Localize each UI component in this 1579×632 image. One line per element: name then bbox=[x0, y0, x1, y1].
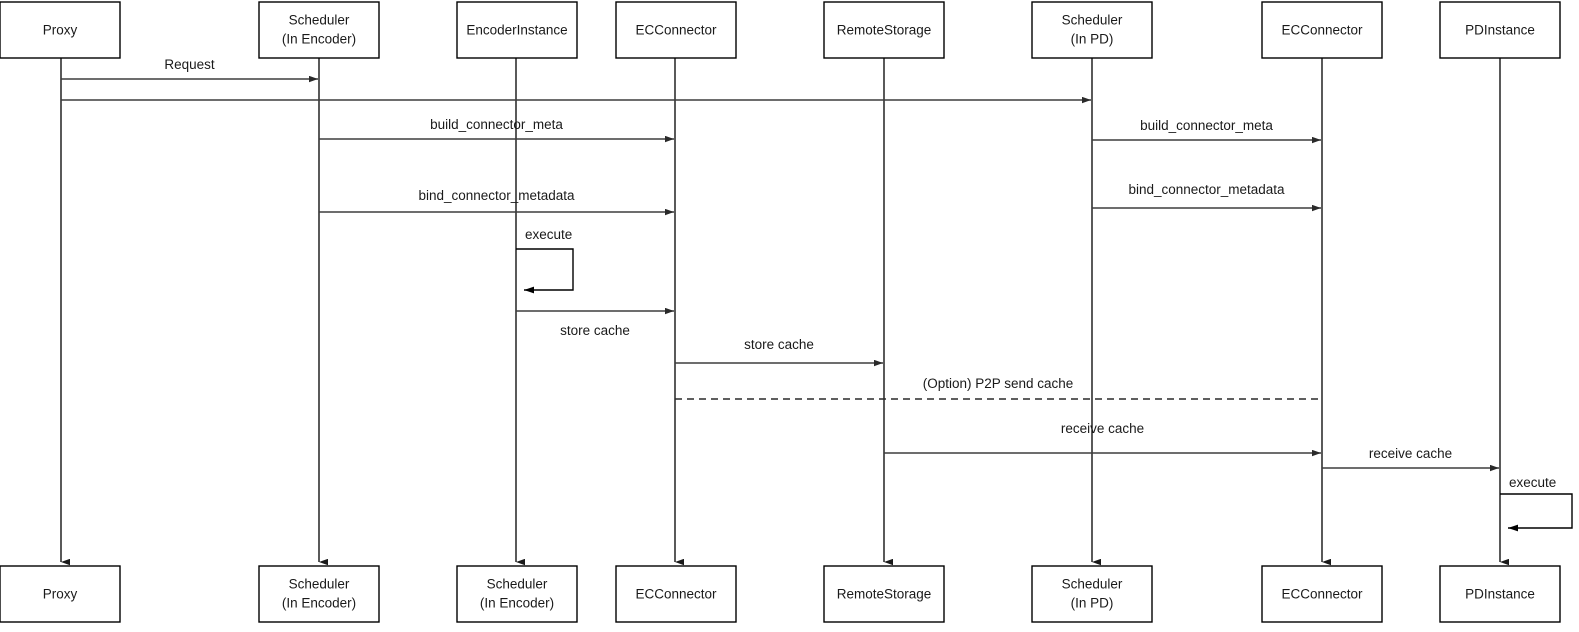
message-m5[interactable]: bind_connector_metadata bbox=[319, 188, 674, 216]
message-label: store cache bbox=[744, 337, 814, 352]
participant-label-primary: ECConnector bbox=[635, 23, 717, 38]
participant-box-shape bbox=[1261, 565, 1383, 623]
participant-box-shape bbox=[1439, 1, 1561, 59]
message-layer: Request build_connector_meta build_connect… bbox=[61, 57, 1499, 472]
participant-box-top-ec_conn_enc[interactable]: ECConnector bbox=[615, 1, 737, 59]
participant-label-primary: ECConnector bbox=[635, 587, 717, 602]
participant-box-bottom-sched_pd[interactable]: Scheduler (In PD) bbox=[1031, 565, 1153, 623]
self-message-s1[interactable]: execute bbox=[516, 227, 574, 294]
participant-box-shape bbox=[1031, 1, 1153, 59]
participant-label-secondary: (In Encoder) bbox=[282, 596, 356, 611]
message-m10[interactable]: receive cache bbox=[884, 421, 1321, 457]
participant-label-primary: EncoderInstance bbox=[466, 23, 567, 38]
participant-box-top-sched_enc[interactable]: Scheduler (In Encoder) bbox=[258, 1, 380, 59]
participant-label-primary: Proxy bbox=[43, 587, 78, 602]
participant-box-top-encoder_inst[interactable]: EncoderInstance bbox=[456, 1, 578, 59]
participant-box-bottom-sched_enc[interactable]: Scheduler (In Encoder) bbox=[258, 565, 380, 623]
participant-box-shape bbox=[615, 565, 737, 623]
participant-label-primary: Scheduler bbox=[487, 577, 548, 592]
self-message-label: execute bbox=[1509, 475, 1556, 490]
message-m1[interactable]: Request bbox=[61, 57, 318, 83]
participant-label-primary: PDInstance bbox=[1465, 23, 1535, 38]
participant-box-top-remote_store[interactable]: RemoteStorage bbox=[823, 1, 945, 59]
self-message-label: execute bbox=[525, 227, 572, 242]
participant-box-shape bbox=[1261, 1, 1383, 59]
participant-box-top-pd_inst[interactable]: PDInstance bbox=[1439, 1, 1561, 59]
participant-box-bottom-encoder_inst[interactable]: Scheduler (In Encoder) bbox=[456, 565, 578, 623]
message-m4[interactable]: build_connector_meta bbox=[1092, 118, 1321, 144]
self-message-s2[interactable]: execute bbox=[1500, 475, 1573, 532]
message-label: bind_connector_metadata bbox=[418, 188, 575, 203]
message-m9[interactable]: (Option) P2P send cache bbox=[675, 376, 1321, 400]
participant-box-shape bbox=[1439, 565, 1561, 623]
participant-box-bottom-ec_conn_pd[interactable]: ECConnector bbox=[1261, 565, 1383, 623]
participant-box-top-ec_conn_pd[interactable]: ECConnector bbox=[1261, 1, 1383, 59]
participant-box-shape bbox=[615, 1, 737, 59]
participant-label-primary: ECConnector bbox=[1281, 23, 1363, 38]
message-m8[interactable]: store cache bbox=[675, 337, 883, 367]
participant-label-secondary: (In Encoder) bbox=[480, 596, 554, 611]
participant-label-primary: Scheduler bbox=[289, 577, 350, 592]
message-label: Request bbox=[164, 57, 215, 72]
message-m11[interactable]: receive cache bbox=[1322, 446, 1499, 472]
participant-box-shape bbox=[456, 565, 578, 623]
lifeline-layer bbox=[60, 58, 1509, 566]
participant-label-primary: RemoteStorage bbox=[837, 587, 932, 602]
participant-label-primary: Proxy bbox=[43, 23, 78, 38]
self-message-loop bbox=[1500, 493, 1573, 532]
participant-label-primary: PDInstance bbox=[1465, 587, 1535, 602]
message-m6[interactable]: bind_connector_metadata bbox=[1092, 182, 1321, 212]
participant-box-top-sched_pd[interactable]: Scheduler (In PD) bbox=[1031, 1, 1153, 59]
self-message-layer: execute execute bbox=[516, 227, 1573, 532]
message-label: bind_connector_metadata bbox=[1128, 182, 1285, 197]
participant-label-primary: ECConnector bbox=[1281, 587, 1363, 602]
participant-label-primary: Scheduler bbox=[289, 13, 350, 28]
message-m3[interactable]: build_connector_meta bbox=[319, 117, 674, 143]
participant-box-shape bbox=[456, 1, 578, 59]
message-label: build_connector_meta bbox=[1140, 118, 1273, 133]
message-label: receive cache bbox=[1061, 421, 1144, 436]
message-label: store cache bbox=[560, 323, 630, 338]
participant-box-top-proxy[interactable]: Proxy bbox=[0, 1, 121, 59]
participant-box-shape bbox=[823, 1, 945, 59]
participant-label-secondary: (In Encoder) bbox=[282, 32, 356, 47]
participant-box-shape bbox=[0, 1, 121, 59]
participant-label-primary: RemoteStorage bbox=[837, 23, 932, 38]
participant-label-primary: Scheduler bbox=[1062, 13, 1123, 28]
participant-box-bottom-pd_inst[interactable]: PDInstance bbox=[1439, 565, 1561, 623]
self-message-loop bbox=[516, 248, 574, 294]
message-m7[interactable]: store cache bbox=[516, 307, 674, 338]
message-label: build_connector_meta bbox=[430, 117, 563, 132]
participant-box-shape bbox=[823, 565, 945, 623]
participant-box-bottom-ec_conn_enc[interactable]: ECConnector bbox=[615, 565, 737, 623]
participant-label-primary: Scheduler bbox=[1062, 577, 1123, 592]
participant-box-shape bbox=[258, 565, 380, 623]
participant-box-bottom-remote_store[interactable]: RemoteStorage bbox=[823, 565, 945, 623]
participant-box-shape bbox=[258, 1, 380, 59]
message-label: (Option) P2P send cache bbox=[923, 376, 1074, 391]
participant-box-shape bbox=[1031, 565, 1153, 623]
participant-label-secondary: (In PD) bbox=[1071, 32, 1114, 47]
message-label: receive cache bbox=[1369, 446, 1452, 461]
participant-box-bottom-proxy[interactable]: Proxy bbox=[0, 565, 121, 623]
participant-label-secondary: (In PD) bbox=[1071, 596, 1114, 611]
participant-box-shape bbox=[0, 565, 121, 623]
